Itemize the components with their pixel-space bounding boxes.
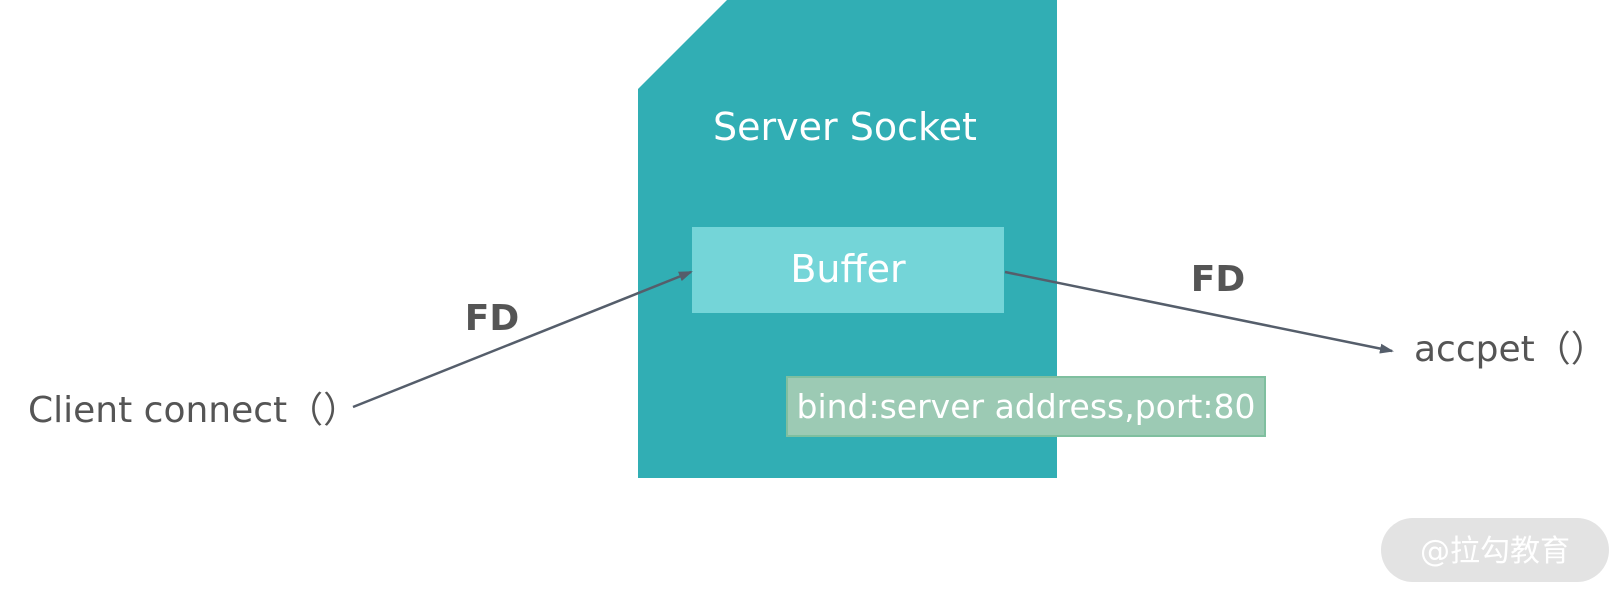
buffer-box <box>692 227 1004 313</box>
arrow-buffer-to-accept <box>1004 270 1394 354</box>
fd-out-label: FD <box>1191 259 1245 300</box>
arrow-client-to-buffer <box>352 270 693 409</box>
server-socket-label: Server Socket <box>713 105 977 149</box>
client-connect-label: Client connect（） <box>28 390 359 431</box>
bind-label: bind:server address,port:80 <box>797 387 1256 426</box>
buffer-label: Buffer <box>790 247 906 291</box>
bind-box <box>786 376 1266 437</box>
fd-in-label: FD <box>465 298 519 339</box>
watermark-label: @拉勾教育 <box>1420 534 1570 569</box>
watermark-pill <box>1381 518 1609 582</box>
accept-label: accpet（） <box>1414 329 1607 370</box>
